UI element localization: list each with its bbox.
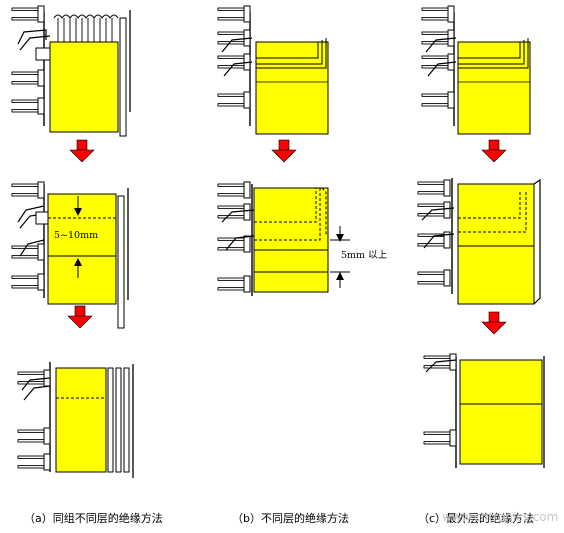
step-c3 xyxy=(423,353,545,468)
caption-c: （c）最外层的绝缘方法 xyxy=(418,512,535,525)
dimension-label-b: 5mm 以上 xyxy=(341,250,388,261)
arrow-a2 xyxy=(67,305,93,329)
step-b1 xyxy=(217,5,329,135)
step-b2: 5mm 以上 xyxy=(217,181,388,296)
step-c2 xyxy=(417,178,541,305)
arrow-a1 xyxy=(69,139,95,163)
arrow-b1 xyxy=(271,139,297,163)
caption-a: （a）同组不同层的绝缘方法 xyxy=(24,512,163,525)
step-a3 xyxy=(17,362,134,478)
arrow-c2 xyxy=(481,311,507,335)
step-a1 xyxy=(11,5,131,137)
step-c1 xyxy=(421,5,531,135)
watermark: www.cntronics.com xyxy=(442,510,559,524)
arrow-c1 xyxy=(481,139,507,163)
dimension-label-a: 5~10mm xyxy=(54,230,98,241)
step-a2: 5~10mm xyxy=(11,181,129,329)
caption-b: （b）不同层的绝缘方法 xyxy=(232,512,349,525)
